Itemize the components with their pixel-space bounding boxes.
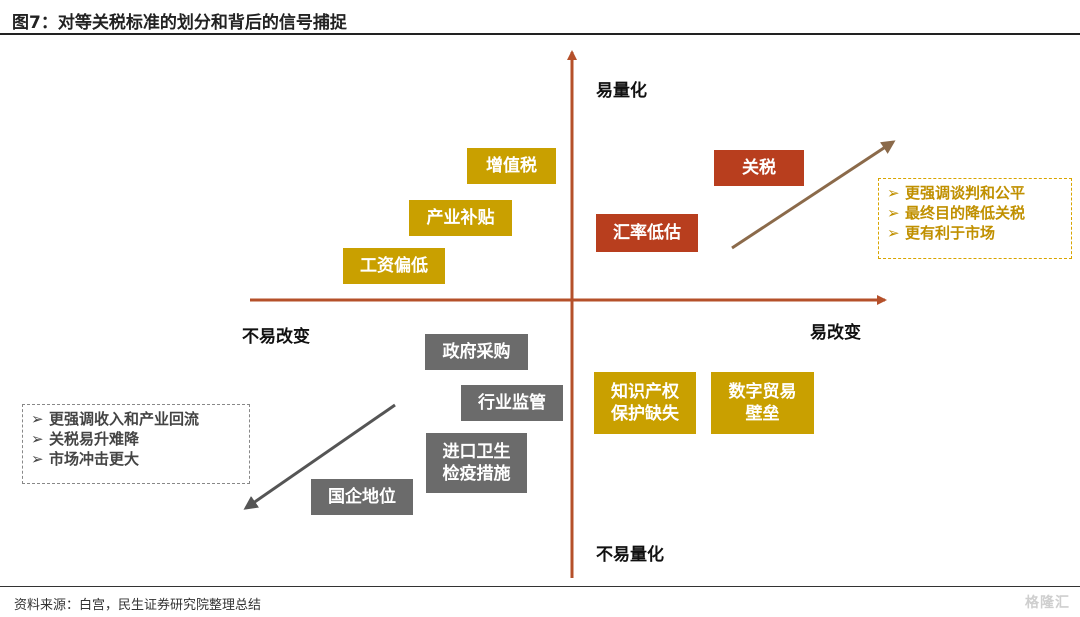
note-box-left: ➢更强调收入和产业回流 ➢关税易升难降 ➢市场冲击更大 [22, 404, 250, 484]
figure-title: 图7：对等关税标准的划分和背后的信号捕捉 [12, 13, 347, 33]
axis-label-right: 易改变 [810, 323, 861, 343]
box-tariff: 关税 [714, 150, 804, 186]
bullet-arrow-icon: ➢ [31, 450, 44, 468]
box-digital-trade-barriers: 数字贸易 壁垒 [711, 372, 814, 434]
box-low-wage: 工资偏低 [343, 248, 445, 284]
note-right-item: ➢最终目的降低关税 [887, 204, 1026, 222]
axis-label-top: 易量化 [596, 81, 647, 101]
watermark-logo: 格隆汇 [1025, 595, 1070, 611]
note-right-item: ➢更有利于市场 [887, 224, 996, 242]
title-divider [0, 33, 1080, 35]
bullet-arrow-icon: ➢ [887, 184, 900, 202]
note-left-item: ➢关税易升难降 [31, 430, 140, 448]
trend-arrow-down-left [243, 403, 396, 510]
box-government-procurement: 政府采购 [425, 334, 528, 370]
bullet-arrow-icon: ➢ [31, 430, 44, 448]
box-import-sanitary-measures: 进口卫生 检疫措施 [426, 433, 527, 493]
bullet-arrow-icon: ➢ [887, 224, 900, 242]
box-ip-protection: 知识产权 保护缺失 [594, 372, 696, 434]
box-industry-subsidy: 产业补贴 [409, 200, 512, 236]
trend-arrow-up-right [731, 140, 896, 250]
footer-divider [0, 586, 1080, 587]
note-left-item: ➢市场冲击更大 [31, 450, 140, 468]
box-soe-status: 国企地位 [311, 479, 413, 515]
axis-label-bottom: 不易量化 [596, 545, 664, 565]
axis-label-left: 不易改变 [242, 327, 310, 347]
box-vat: 增值税 [467, 148, 556, 184]
note-left-item: ➢更强调收入和产业回流 [31, 410, 200, 428]
note-right-item: ➢更强调谈判和公平 [887, 184, 1026, 202]
source-note: 资料来源：白宫，民生证券研究院整理总结 [14, 598, 262, 613]
bullet-arrow-icon: ➢ [31, 410, 44, 428]
note-box-right: ➢更强调谈判和公平 ➢最终目的降低关税 ➢更有利于市场 [878, 178, 1072, 259]
box-fx-undervaluation: 汇率低估 [596, 214, 698, 252]
bullet-arrow-icon: ➢ [887, 204, 900, 222]
box-industry-regulation: 行业监管 [461, 385, 563, 421]
